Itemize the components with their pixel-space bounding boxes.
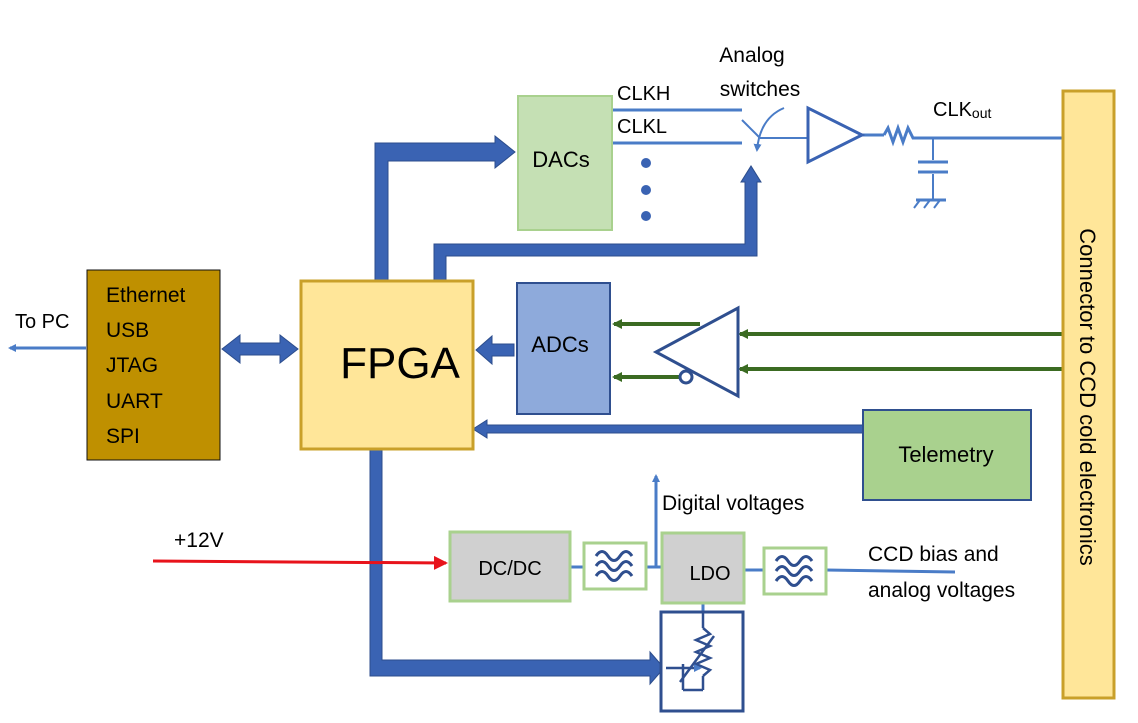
clk-out-label: CLKout xyxy=(933,99,991,121)
ground-hatch-2 xyxy=(923,199,931,209)
fpga-to-dacs-bus xyxy=(374,134,516,281)
interface-item-uart: UART xyxy=(106,390,163,413)
interface-item-ethernet: Ethernet xyxy=(106,284,186,307)
potentiometer-icon xyxy=(666,612,716,692)
dacs-label: DACs xyxy=(532,147,589,172)
analog-switches-label-line1: Analog xyxy=(719,44,784,67)
fpga-block xyxy=(299,279,475,451)
fpga-to-switch-bus xyxy=(433,165,762,281)
fpga-buses xyxy=(221,134,864,686)
connector-label: Connector to CCD cold electronics xyxy=(1075,228,1100,565)
clk-out-main: CLK xyxy=(933,99,973,121)
ccd-bias-label-line2: analog voltages xyxy=(868,579,1015,602)
dcdc-block xyxy=(448,530,572,603)
dacs-block xyxy=(517,95,613,231)
clk-out-subscript: out xyxy=(972,105,992,121)
amplifier-inverting-bubble xyxy=(678,369,694,385)
interface-fpga-bidirectional-arrow xyxy=(221,333,299,365)
digital-voltages-label: Digital voltages xyxy=(662,492,804,515)
signal-lines xyxy=(8,107,1062,612)
plus12v-arrow xyxy=(152,555,448,570)
ldo-label: LDO xyxy=(689,563,730,585)
ldo-block xyxy=(660,531,746,605)
ccd-bias-label-line1: CCD bias and xyxy=(868,543,999,566)
interface-item-jtag: JTAG xyxy=(106,354,158,377)
interface-item-usb: USB xyxy=(106,319,149,342)
interface-block xyxy=(86,269,221,461)
adcs-block xyxy=(516,282,611,415)
clkh-label: CLKH xyxy=(617,83,670,105)
connector-block xyxy=(1061,89,1116,700)
interface-item-spi: SPI xyxy=(106,425,140,448)
telemetry-block xyxy=(862,409,1032,501)
adcs-label: ADCs xyxy=(531,332,588,357)
differential-amplifier-triangle xyxy=(652,305,740,399)
fpga-to-regulator-bus xyxy=(369,449,665,686)
filter-wave-icon-2 xyxy=(774,555,814,587)
telemetry-label: Telemetry xyxy=(898,442,993,467)
dac-channel-dots xyxy=(641,158,651,221)
analog-switch-blade xyxy=(741,119,761,139)
filter-block-1 xyxy=(582,541,648,591)
interface-list: Ethernet USB JTAG UART SPI xyxy=(106,284,186,448)
clock-buffer-triangle xyxy=(806,105,866,165)
telemetry-to-fpga-arrow xyxy=(472,419,864,439)
plus12v-label: +12V xyxy=(174,529,224,552)
analog-switch-pointer xyxy=(753,107,785,152)
fpga-label: FPGA xyxy=(340,339,460,388)
resistor-clkout xyxy=(882,123,918,147)
to-pc-label: To PC xyxy=(15,311,69,333)
filter-to-bias-line xyxy=(825,568,956,574)
dcdc-label: DC/DC xyxy=(478,558,541,580)
adcs-to-fpga-arrow xyxy=(475,334,515,366)
clkl-label: CLKL xyxy=(617,116,667,138)
ground-hatch-3 xyxy=(933,199,941,209)
ground-hatch-1 xyxy=(913,199,921,209)
adc-input-lines xyxy=(612,319,1062,382)
filter-wave-icon-1 xyxy=(594,550,634,582)
analog-switches-label-line2: switches xyxy=(720,78,801,101)
filter-block-2 xyxy=(762,546,828,596)
